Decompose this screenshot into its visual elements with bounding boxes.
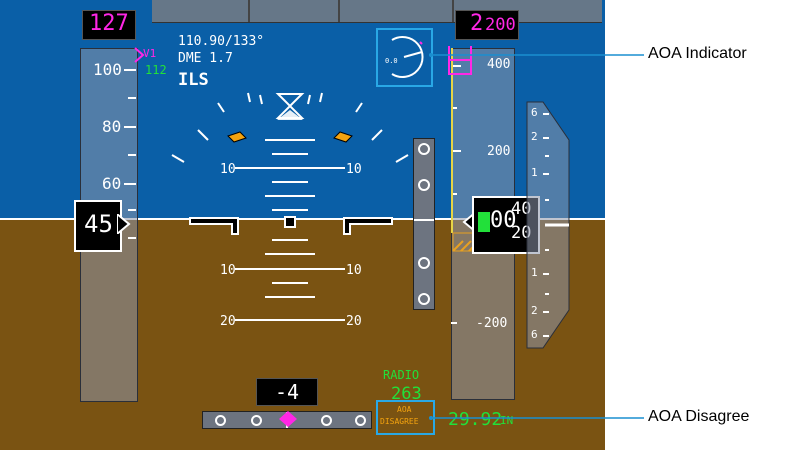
aoa-gauge-icon: [391, 36, 424, 78]
v1-label: V1: [143, 47, 157, 60]
dme-distance: DME 1.7: [178, 51, 233, 66]
altitude-scale-400: 400: [487, 57, 511, 72]
glideslope-scale: [413, 138, 435, 310]
vsi-scale-6-down: 6: [531, 328, 538, 341]
v1-value: 112: [145, 63, 167, 77]
current-altitude-lower: 20: [511, 223, 532, 243]
attitude-indicator: 10 10 10 10 20 20: [171, 92, 409, 329]
altitude-green-box: [478, 212, 490, 232]
pitch-label-up-right: 10: [346, 162, 362, 177]
aoa-disagree-callout: AOA Disagree: [648, 408, 750, 425]
speed-scale-60: 60: [102, 174, 122, 193]
flight-director-left-icon: [227, 131, 247, 143]
pitch-label-down20-right: 20: [346, 314, 362, 329]
speed-tape-ticks: [124, 69, 136, 239]
flight-director-right-icon: [333, 131, 353, 143]
radio-label: RADIO: [383, 368, 420, 382]
speed-scale-100: 100: [93, 60, 122, 79]
pitch-label-up-left: 10: [220, 162, 236, 177]
v1-bug-icon: [134, 47, 145, 63]
primary-flight-display: 127 100 80 60 V1 112 45 110.90/133° DME …: [0, 0, 605, 450]
heading-value: -4: [275, 380, 300, 404]
vertical-speed-indicator: [526, 101, 570, 349]
aoa-disagree-line2: DISAGREE: [380, 417, 419, 426]
vsi-scale-1-down: 1: [531, 266, 538, 279]
aoa-indicator-callout: AOA Indicator: [648, 45, 747, 62]
vsi-scale-2-up: 2: [531, 130, 538, 143]
radio-altitude: 263: [391, 384, 422, 404]
pitch-label-down10-right: 10: [346, 263, 362, 278]
speed-scale-80: 80: [102, 117, 122, 136]
selected-speed-box: [82, 10, 136, 40]
pitch-label-down20-left: 20: [220, 314, 236, 329]
altitude-scale-minus-200: -200: [476, 316, 508, 331]
speed-pointer-icon: [117, 214, 131, 234]
aoa-indicator-frame: [376, 28, 433, 87]
selected-altitude-box: [455, 10, 519, 40]
altitude-scale-200: 200: [487, 144, 511, 159]
vsi-scale-6-up: 6: [531, 106, 538, 119]
horizon-line: [0, 218, 605, 220]
nav-mode: ILS: [178, 70, 209, 90]
altitude-bug-icon: [448, 46, 472, 75]
roll-scale: [171, 92, 409, 163]
vsi-scale-1-up: 1: [531, 166, 538, 179]
selected-altitude-hundreds: 200: [485, 15, 516, 35]
selected-altitude-thousands: 2: [470, 11, 484, 36]
aoa-disagree-line1: AOA: [397, 405, 412, 414]
current-speed: 45: [84, 210, 113, 238]
aircraft-symbol-icon: [189, 216, 393, 235]
ils-frequency-course: 110.90/133°: [178, 34, 265, 49]
localizer-scale: [202, 411, 372, 429]
current-altitude-upper: 40: [511, 199, 532, 219]
localizer-diamond-icon: [279, 411, 297, 427]
baro-value: 29.92: [448, 409, 503, 430]
pitch-label-down10-left: 10: [220, 263, 236, 278]
current-altitude-hundreds: 00: [490, 208, 517, 233]
selected-speed: 127: [89, 11, 129, 36]
aoa-gauge-value: 0.0: [385, 57, 398, 65]
vsi-scale-2-down: 2: [531, 304, 538, 317]
heading-box: [256, 378, 318, 406]
